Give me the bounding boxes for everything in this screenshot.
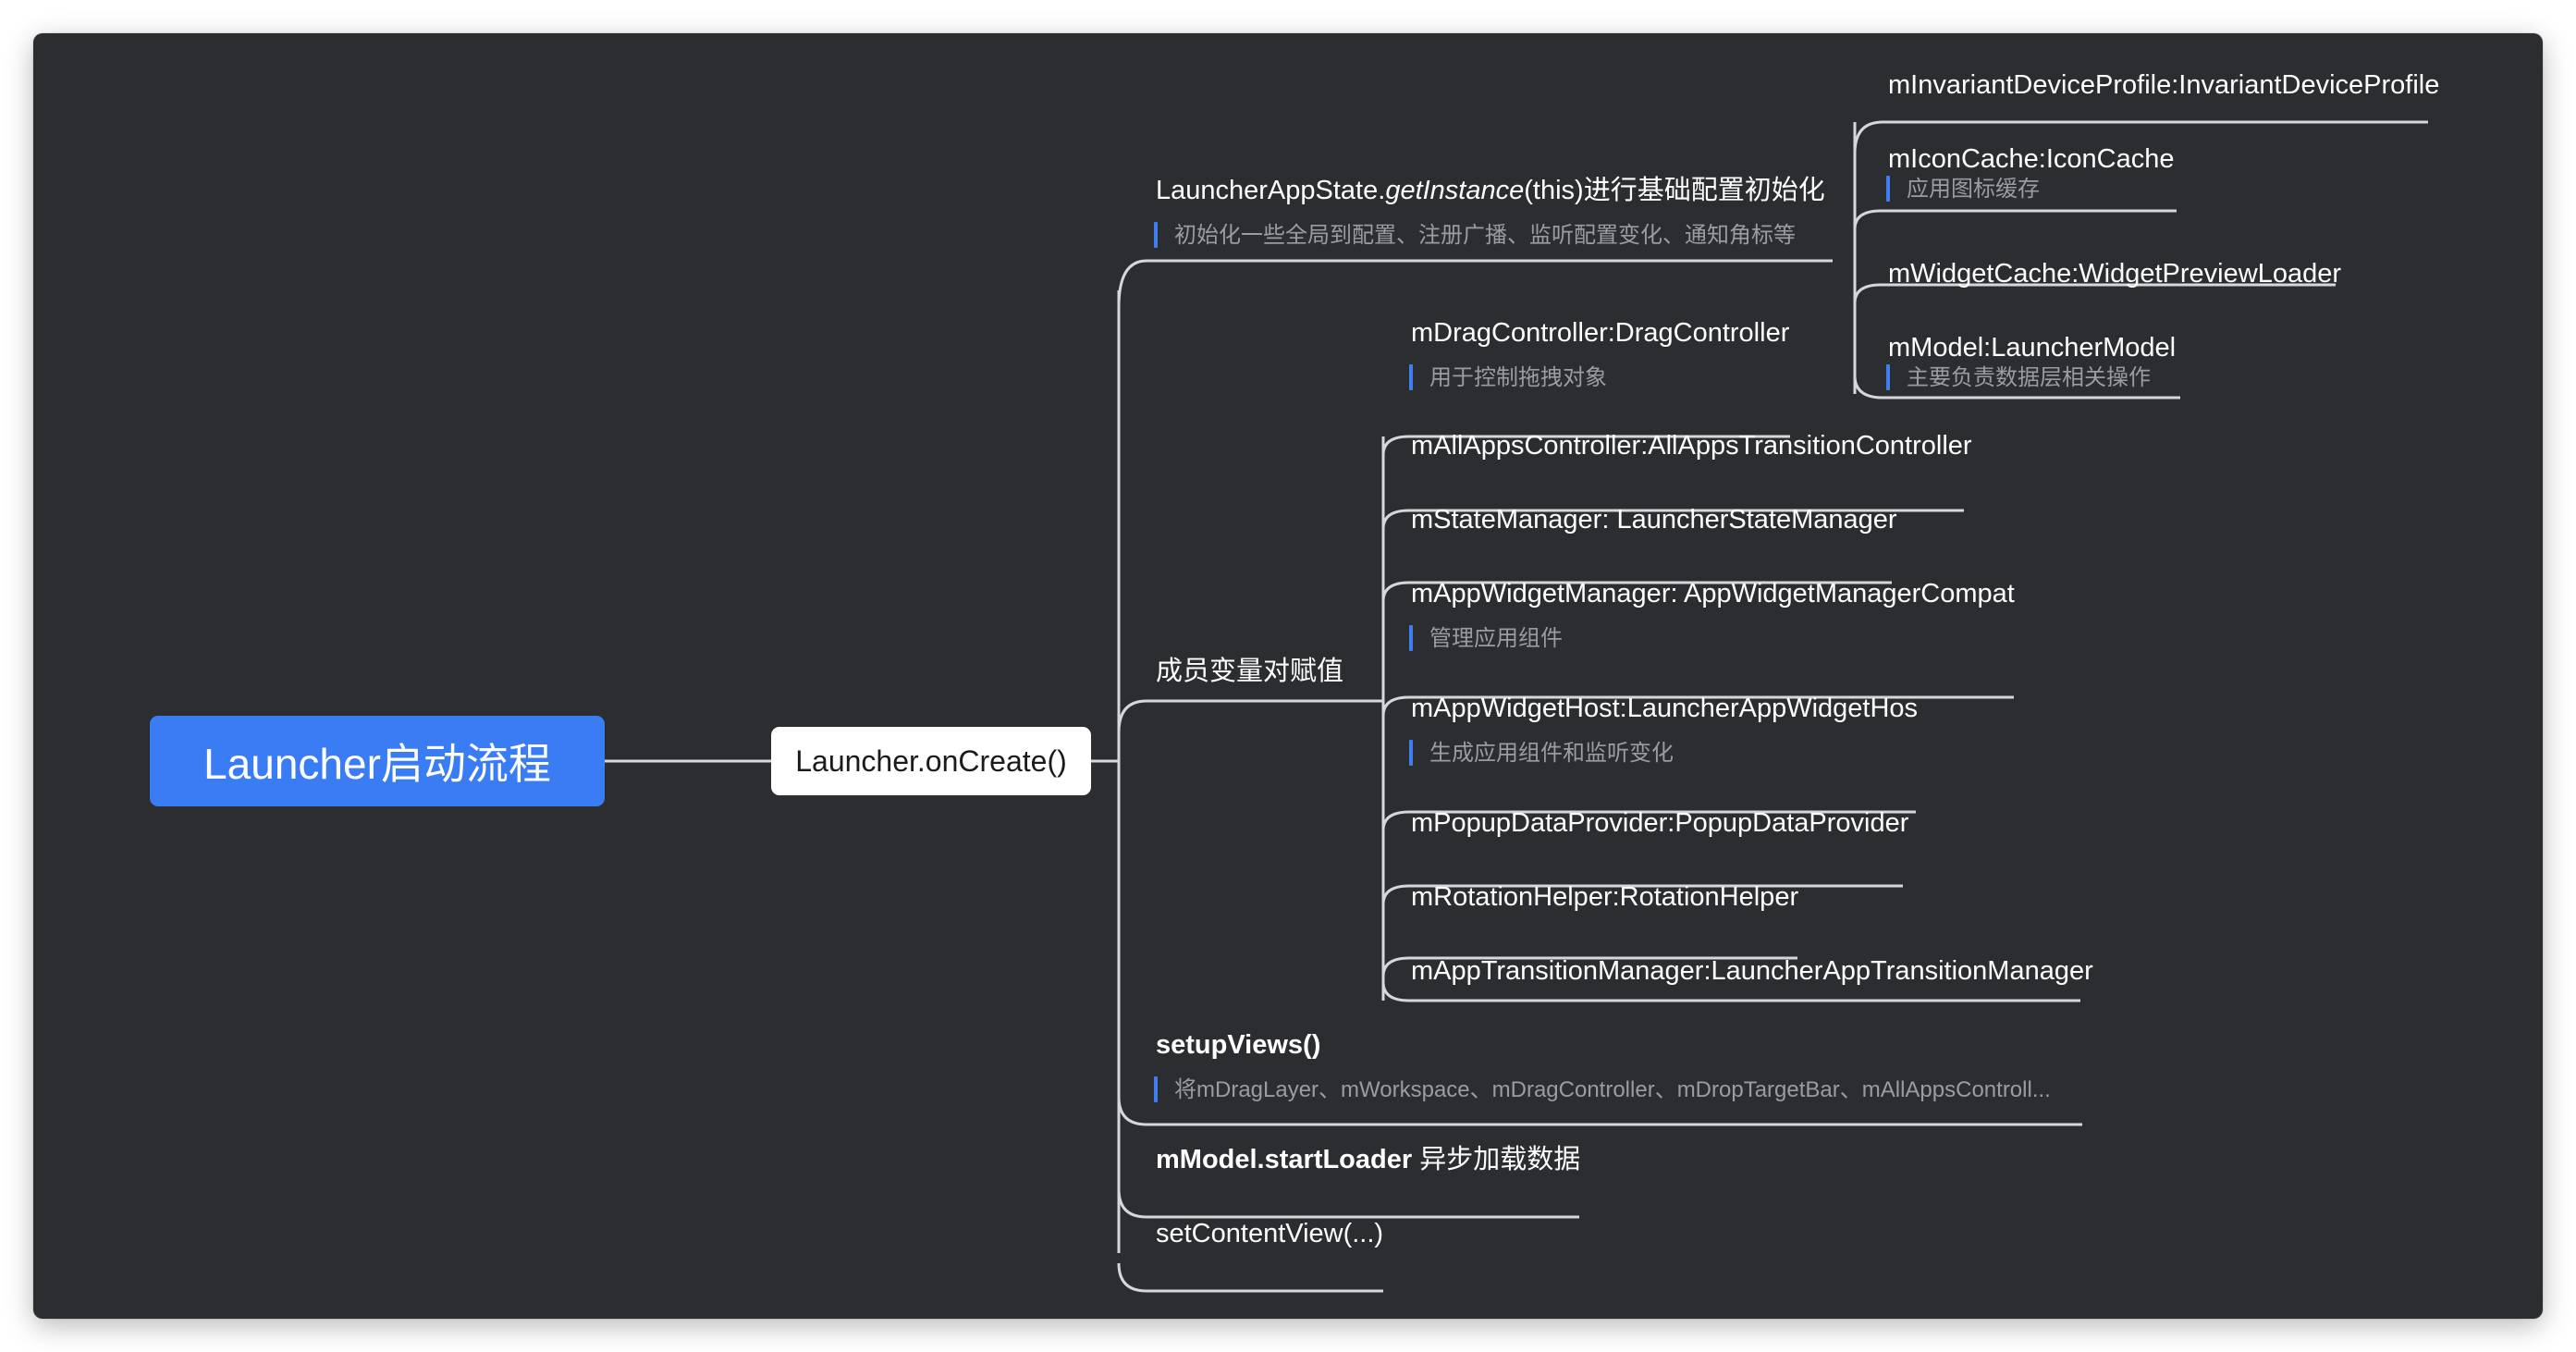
note-bar [1409, 625, 1413, 651]
app-state-node[interactable]: LauncherAppState.getInstance(this)进行基础配置… [1156, 178, 1825, 204]
note-bar [1409, 740, 1413, 766]
member-drag-controller[interactable]: mDragController:DragController [1411, 318, 1790, 348]
member-state-manager[interactable]: mStateManager: LauncherStateManager [1411, 505, 1897, 535]
note-bar [1886, 176, 1890, 202]
child-widget-cache[interactable]: mWidgetCache:WidgetPreviewLoader [1888, 259, 2341, 289]
child-icon-cache[interactable]: mIconCache:IconCache [1888, 144, 2175, 174]
underline-model [1853, 375, 2180, 399]
mindmap-canvas: Launcher启动流程 Launcher.onCreate() Launche… [33, 33, 2543, 1319]
note-bar [1154, 222, 1158, 248]
note-bar [1886, 364, 1890, 390]
underline-rotation [1381, 956, 1797, 977]
member-popup-provider[interactable]: mPopupDataProvider:PopupDataProvider [1411, 808, 1909, 838]
underline-setup-views [1117, 1096, 2082, 1126]
app-state-suffix: (this)进行基础配置初始化 [1524, 176, 1825, 205]
underline-allapps [1381, 509, 1964, 530]
icon-cache-note: 应用图标缓存 [1907, 177, 2040, 202]
launcher-model-note: 主要负责数据层相关操作 [1907, 365, 2151, 390]
member-transition-manager[interactable]: mAppTransitionManager:LauncherAppTransit… [1411, 956, 2093, 986]
root-node[interactable]: Launcher启动流程 [150, 716, 605, 806]
child-launcher-model[interactable]: mModel:LauncherModel [1888, 333, 2177, 363]
widget-manager-note: 管理应用组件 [1429, 626, 1563, 651]
app-state-method: getInstance [1385, 176, 1525, 205]
member-widget-manager[interactable]: mAppWidgetManager: AppWidgetManagerCompa… [1411, 579, 2015, 608]
setup-views-note: 将mDragLayer、mWorkspace、mDragController、m… [1174, 1077, 2051, 1102]
underline-widgethost [1381, 810, 1916, 831]
note-bar [1409, 364, 1413, 390]
center-node[interactable]: Launcher.onCreate() [771, 727, 1091, 795]
note-bar [1154, 1076, 1158, 1102]
start-loader-bold: mModel.startLoader [1156, 1145, 1413, 1174]
underline-drag [1381, 435, 1790, 456]
underline-iconcache [1853, 209, 2177, 230]
underline-state [1381, 581, 1892, 602]
drag-controller-note: 用于控制拖拽对象 [1429, 365, 1607, 390]
underline-app-state [1117, 259, 1810, 308]
underline-widgetmgr [1381, 695, 2014, 717]
underline-members [1117, 699, 1374, 733]
start-loader-rest: 异步加载数据 [1412, 1145, 1581, 1174]
set-content-view-node[interactable]: setContentView(...) [1156, 1219, 1384, 1248]
connector-lines [605, 120, 2428, 1293]
underline-invariant [1853, 120, 2428, 154]
app-state-prefix: LauncherAppState. [1156, 176, 1386, 205]
underline-widgetcache [1853, 283, 2336, 304]
widget-host-note: 生成应用组件和监听变化 [1429, 741, 1674, 766]
underline-set-content [1117, 1262, 1383, 1293]
members-node[interactable]: 成员变量对赋值 [1156, 657, 1344, 686]
underline-transition [1381, 981, 2080, 1002]
member-rotation-helper[interactable]: mRotationHelper:RotationHelper [1411, 882, 1799, 912]
start-loader-node[interactable]: mModel.startLoader 异步加载数据 [1156, 1147, 1580, 1174]
app-state-note: 初始化一些全局到配置、注册广播、监听配置变化、通知角标等 [1174, 223, 1796, 248]
setup-views-node[interactable]: setupViews() [1156, 1030, 1321, 1060]
member-widget-host[interactable]: mAppWidgetHost:LauncherAppWidgetHos [1411, 694, 1919, 723]
child-invariant-profile[interactable]: mInvariantDeviceProfile:InvariantDeviceP… [1888, 70, 2440, 100]
underline-start-loader [1117, 1188, 1579, 1219]
member-allapps-controller[interactable]: mAllAppsController:AllAppsTransitionCont… [1411, 431, 1972, 461]
underline-popup [1381, 884, 1903, 905]
